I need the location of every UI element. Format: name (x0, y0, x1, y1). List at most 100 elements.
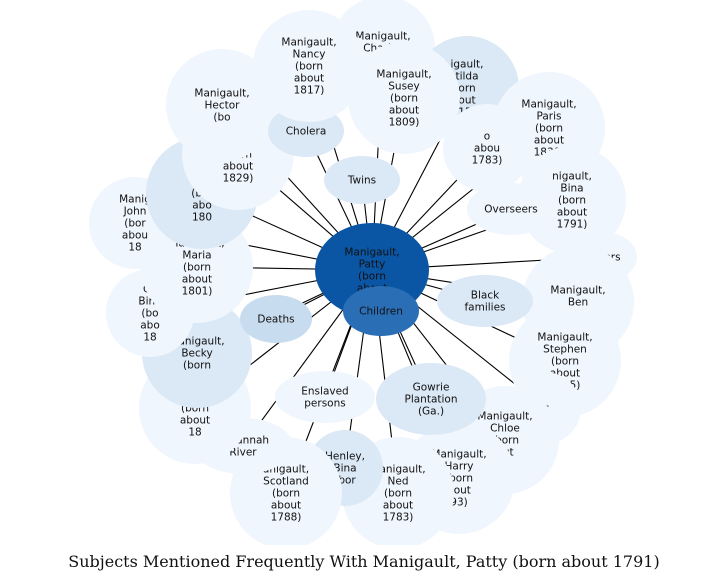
node-harry-label-line: Harry (445, 461, 474, 473)
node-deaths[interactable]: Deaths (240, 295, 312, 343)
node-bina1791-label-line: Bina (560, 183, 583, 195)
node-hector[interactable]: Manigault,Hector(bo (166, 49, 278, 161)
nodes: Manigault,Charles(boigault,tildaornout15… (89, 0, 637, 545)
node-maria-label-line: about (182, 274, 212, 286)
node-overseers[interactable]: Overseers (467, 183, 555, 235)
node-paris-label-line: Manigault, (521, 99, 576, 111)
node-matilda-label-line: out (458, 95, 475, 107)
node-scotland-label-line: (born (272, 488, 300, 500)
node-stephen-label-line: Manigault, (537, 332, 592, 344)
network-diagram: Manigault,Charles(boigault,tildaornout15… (89, 0, 637, 545)
node-ned-label-line: about (383, 500, 413, 512)
node-binacut-label-line: 18 (143, 332, 156, 344)
node-twins-label-line: Twins (347, 175, 376, 187)
node-matilda-label-line: orn (458, 83, 475, 95)
node-ned-label-line: (born (384, 488, 412, 500)
node-john-label-line: abou (122, 230, 148, 242)
node-hidden1783-label-line: o (484, 131, 490, 143)
node-scotland-label-line: 1788) (271, 512, 302, 524)
node-blackfamilies-label-line: Black (471, 290, 500, 302)
node-becky-label-line: Becky (181, 348, 212, 360)
node-henley-label-line: Henley, (325, 451, 365, 463)
node-children-shape (343, 286, 419, 336)
node-blackfamilies-label-line: families (464, 302, 505, 314)
node-ben-label-line: Ben (568, 297, 588, 309)
node-susey-shape (348, 42, 460, 154)
node-savannah-label-line: River (229, 447, 257, 459)
node-center-label-line: Patty (359, 259, 386, 271)
node-susey-label-line: (born (390, 93, 418, 105)
node-nancy-shape (253, 10, 365, 122)
node-matilda-label-line: igault, (450, 59, 483, 71)
node-center-label-line: Manigault, (344, 247, 399, 259)
node-chloe-label-line: Chloe (490, 423, 520, 435)
node-ned-label-line: 1783) (383, 512, 414, 524)
node-gowrie-label-line: (Ga.) (418, 406, 444, 418)
node-peggy-label-line: about (223, 161, 253, 173)
diagram-title: Subjects Mentioned Frequently With Manig… (68, 552, 660, 571)
node-overseers-shape (467, 183, 555, 235)
node-gowrie-label-line: Plantation (404, 394, 457, 406)
node-hidden1783-label-line: 1783) (472, 155, 503, 167)
node-hector-shape (166, 49, 278, 161)
node-bina1791-label-line: nigault, (552, 171, 592, 183)
node-susey-label-line: Manigault, (376, 69, 431, 81)
node-ned-label-line: Manigault, (370, 464, 425, 476)
node-lu-label-line: 180 (192, 212, 212, 224)
node-henley-label-line: Bina (333, 463, 356, 475)
node-enslaved-label-line: persons (304, 398, 345, 410)
node-hector-label-line: Hector (205, 100, 241, 112)
node-bina1791-label-line: 1791) (557, 219, 588, 231)
node-paris-label-line: Paris (537, 111, 562, 123)
node-peggy-label-line: 1829) (223, 173, 254, 185)
node-john-label-line: (bor (124, 218, 146, 230)
node-martha-label-line: 18 (188, 427, 201, 439)
node-hector-label-line: (bo (213, 112, 230, 124)
node-susey-label-line: 1809) (389, 117, 420, 129)
node-center-label-line: (born (358, 271, 386, 283)
node-john-label-line: Manig (119, 194, 151, 206)
node-enslaved-shape (275, 371, 375, 423)
node-nancy-label-line: Manigault, (281, 37, 336, 49)
node-twins[interactable]: Twins (324, 156, 400, 204)
node-nancy-label-line: Nancy (293, 49, 326, 61)
node-maria-label-line: Maria (182, 250, 211, 262)
node-gowrie-label-line: Gowrie (413, 382, 450, 394)
node-nancy-label-line: about (294, 73, 324, 85)
node-lu-label-line: abo (192, 200, 212, 212)
node-hector-label-line: Manigault, (194, 88, 249, 100)
node-bina1791-label-line: about (557, 207, 587, 219)
node-children-label-line: Children (359, 306, 403, 318)
node-enslaved-label-line: Enslaved (301, 386, 348, 398)
node-stephen-label-line: (born (551, 356, 579, 368)
node-bina1791-shape (518, 146, 626, 254)
node-hidden1783-shape (443, 104, 531, 192)
node-deaths-shape (240, 295, 312, 343)
node-chloe-label-line: Manigault, (477, 411, 532, 423)
node-harry-label-line: Manigault, (431, 449, 486, 461)
node-nancy-label-line: (born (295, 61, 323, 73)
node-scotland-label-line: Scotland (263, 476, 309, 488)
node-blackfamilies-shape (437, 275, 533, 327)
node-maria-label-line: 1801) (182, 286, 213, 298)
node-binacut-label-line: abo (140, 320, 160, 332)
node-bina1791-label-line: (born (558, 195, 586, 207)
node-nancy-label-line: 1817) (294, 85, 325, 97)
node-john-label-line: John (123, 206, 147, 218)
node-matilda-label-line: tilda (455, 71, 478, 83)
node-binacut-label-line: (bo (141, 308, 158, 320)
node-harry-label-line: 93) (450, 497, 467, 509)
node-susey-label-line: about (389, 105, 419, 117)
node-overseers-label-line: Overseers (484, 204, 537, 216)
node-children[interactable]: Children (343, 286, 419, 336)
node-maria-label-line: (born (183, 262, 211, 274)
node-cholera-label-line: Cholera (286, 126, 327, 138)
node-martha-label-line: about (180, 415, 210, 427)
